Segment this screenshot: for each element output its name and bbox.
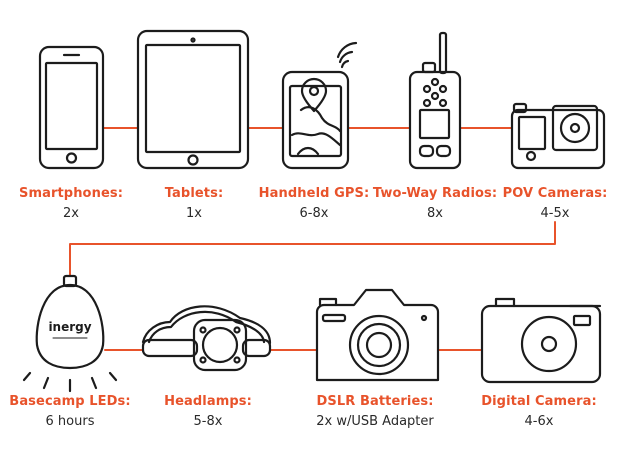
- dslr-camera-icon: [315, 288, 440, 382]
- device-label-digital-camera: Digital Camera: 4-6x: [481, 394, 597, 429]
- device-label-dslr-batteries: DSLR Batteries: 2x w/USB Adapter: [316, 394, 434, 429]
- device-value: 4-5x: [540, 206, 570, 221]
- device-name: POV Cameras:: [502, 186, 608, 201]
- device-label-headlamps: Headlamps: 5-8x: [164, 394, 252, 429]
- device-value: 4-6x: [524, 414, 554, 429]
- device-name: Handheld GPS:: [258, 186, 370, 201]
- device-name: Two-Way Radios:: [372, 186, 498, 201]
- connector-line: [69, 221, 556, 277]
- device-value: 2x: [63, 206, 79, 221]
- device-label-handheld-gps: Handheld GPS: 6-8x: [259, 186, 370, 221]
- inergy-logo: inergy: [48, 320, 91, 334]
- device-value: 1x: [186, 206, 202, 221]
- device-value: 6 hours: [45, 414, 95, 429]
- device-label-tablets: Tablets: 1x: [165, 186, 224, 221]
- device-label-basecamp-leds: Basecamp LEDs: 6 hours: [9, 394, 130, 429]
- device-value: 8x: [427, 206, 443, 221]
- device-name: Headlamps:: [164, 394, 252, 409]
- tablet-icon: [136, 29, 250, 170]
- device-name: Basecamp LEDs:: [9, 394, 131, 409]
- basecamp-led-icon: [22, 274, 118, 393]
- device-name: Tablets:: [164, 186, 224, 201]
- digital-camera-icon: [480, 297, 602, 384]
- headlamp-icon: [141, 305, 272, 372]
- smartphone-icon: [38, 45, 105, 170]
- device-label-two-way-radios: Two-Way Radios: 8x: [373, 186, 497, 221]
- device-name: DSLR Batteries:: [316, 394, 434, 409]
- gps-icon: [281, 41, 358, 170]
- device-value: 6-8x: [299, 206, 329, 221]
- action-camera-icon: [510, 102, 606, 170]
- device-name: Digital Camera:: [481, 394, 597, 409]
- device-label-pov-cameras: POV Cameras: 4-5x: [503, 186, 608, 221]
- radio-icon: [408, 31, 462, 170]
- device-value: 2x w/USB Adapter: [316, 414, 434, 429]
- device-label-smartphones: Smartphones: 2x: [19, 186, 123, 221]
- device-name: Smartphones:: [18, 186, 124, 201]
- device-value: 5-8x: [193, 414, 223, 429]
